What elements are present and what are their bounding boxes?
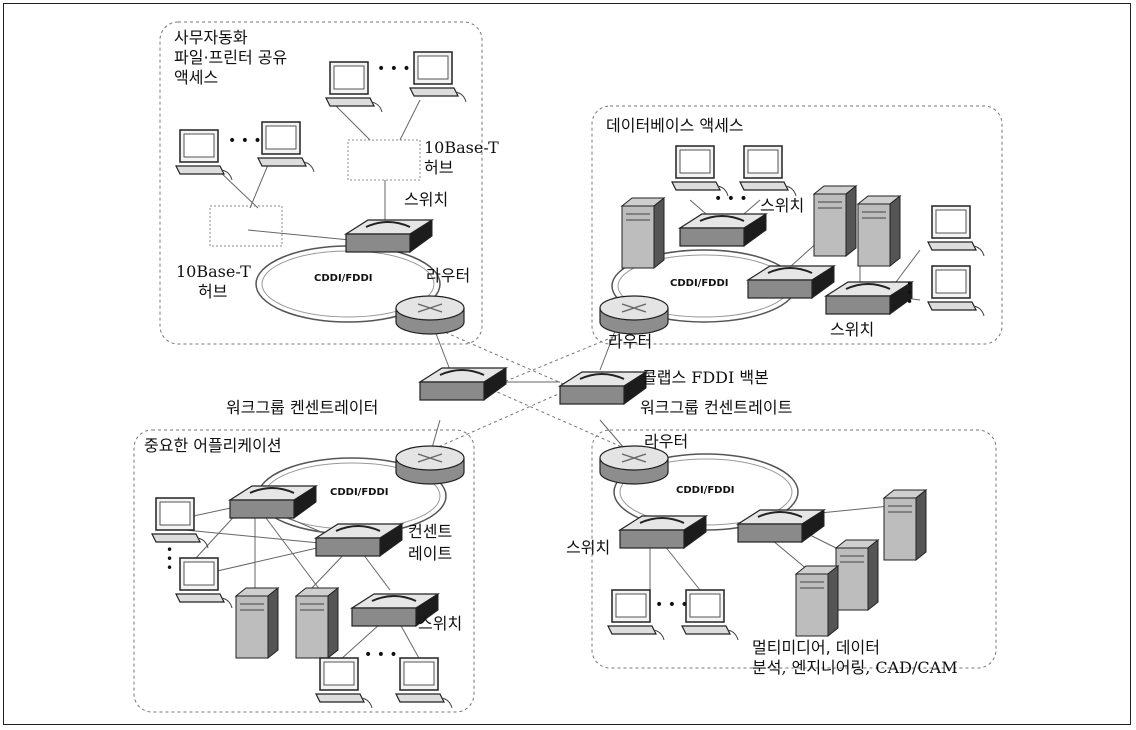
critical-ring-label: CDDI/FDDI	[330, 487, 389, 498]
region-multimedia-border	[591, 429, 997, 669]
center-concentrator-right	[559, 371, 647, 405]
hub-top	[347, 139, 421, 181]
multimedia-title-line-2: 분석, 엔지니어링, CAD/CAM	[752, 658, 958, 677]
server-db-2	[813, 185, 857, 257]
hub-top-label-2: 허브	[424, 158, 454, 177]
server-mm-3	[795, 565, 839, 637]
critical-switch-label: 스위치	[418, 614, 463, 633]
router-db	[599, 295, 669, 335]
concentrator-multimedia	[737, 509, 825, 543]
pc-db-4	[927, 265, 985, 317]
router-office	[395, 295, 465, 335]
pc-office-2	[409, 51, 467, 103]
pc-crit-4	[395, 657, 453, 709]
router-multimedia	[599, 445, 669, 485]
hub-left-label-2: 허브	[198, 282, 228, 301]
db-router-label: 라우터	[608, 332, 653, 351]
office-ellipsis-left: • • •	[228, 133, 262, 149]
switch-multimedia	[619, 515, 707, 549]
center-concentrator-left	[419, 367, 507, 401]
concentrator-db	[747, 265, 835, 299]
multimedia-ring-label: CDDI/FDDI	[676, 485, 735, 496]
concentrator-label-1: 컨센트	[408, 522, 453, 541]
server-mm-2	[835, 539, 879, 611]
office-ring-label: CDDI/FDDI	[314, 273, 373, 284]
database-ring-label: CDDI/FDDI	[670, 278, 729, 289]
hub-top-label-1: 10Base-T	[424, 138, 499, 157]
db-ellipsis: • • •	[714, 191, 748, 207]
multimedia-router-label: 라우터	[644, 432, 689, 451]
center-right-label-2: 워크그룹 컨센트레이트	[640, 398, 793, 417]
diagram-frame	[3, 3, 1131, 725]
region-critical-border	[133, 429, 475, 713]
switch-db-right	[825, 281, 913, 315]
critical-ellipsis: • • •	[364, 647, 398, 663]
pc-crit-3	[315, 657, 373, 709]
db-ellipsis-vertical: •••	[906, 277, 914, 309]
pc-db-1	[671, 145, 729, 197]
pc-office-3	[175, 129, 233, 181]
pc-db-3	[927, 205, 985, 257]
server-crit-1	[235, 587, 279, 659]
office-title-line-2: 파일·프린터 공유	[174, 48, 288, 67]
office-switch-label: 스위치	[404, 190, 449, 209]
office-router-label: 라우터	[426, 266, 471, 285]
multimedia-title-line-1: 멀티미디어, 데이터	[752, 638, 880, 657]
concentrator-critical-2	[315, 523, 403, 557]
pc-office-4	[257, 121, 315, 173]
switch-office	[345, 219, 433, 253]
server-db-3	[857, 195, 901, 267]
center-right-label-1: 콜랩스 FDDI 백본	[642, 368, 769, 387]
pc-crit-1	[151, 497, 209, 549]
center-left-label: 워크그룹 켄센트레이터	[226, 398, 379, 417]
concentrator-label-2: 레이트	[408, 544, 453, 563]
critical-title: 중요한 어플리케이션	[144, 436, 282, 455]
office-ellipsis-top: • • •	[377, 61, 411, 77]
pc-crit-2	[175, 557, 233, 609]
hub-left-label-1: 10Base-T	[176, 262, 251, 281]
hub-left	[209, 205, 283, 247]
multimedia-switch-label: 스위치	[566, 538, 611, 557]
pc-db-2	[739, 145, 797, 197]
multimedia-ellipsis: • • •	[655, 597, 689, 613]
db-switch-right-label: 스위치	[830, 320, 875, 339]
server-db-1	[621, 197, 665, 269]
server-mm-1	[883, 489, 927, 561]
region-office-border	[159, 21, 483, 345]
server-crit-2	[295, 587, 339, 659]
switch-db-top	[679, 213, 767, 247]
office-title-line-3: 액세스	[174, 68, 219, 87]
database-title: 데이터베이스 액세스	[606, 116, 744, 135]
pc-office-1	[325, 61, 383, 113]
pc-mm-2	[681, 589, 739, 641]
office-title-line-1: 사무자동화	[174, 28, 248, 47]
db-switch-top-label: 스위치	[760, 196, 805, 215]
concentrator-critical-1	[229, 485, 317, 519]
critical-ellipsis-vertical: •••	[166, 543, 174, 575]
router-critical	[395, 445, 465, 485]
region-database-border	[591, 105, 1003, 345]
